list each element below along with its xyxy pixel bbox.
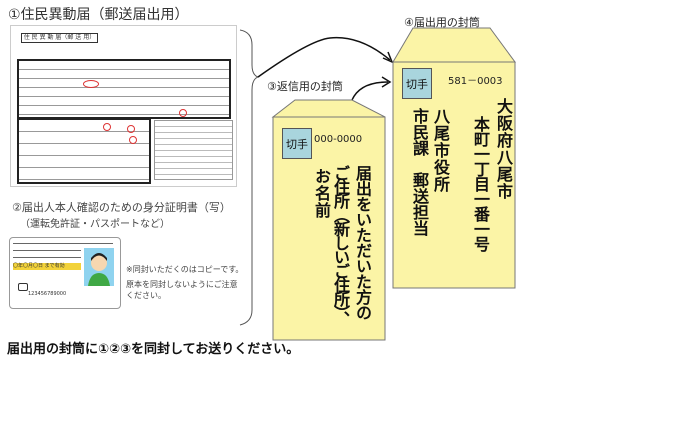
- red-mark: [129, 136, 137, 144]
- arrow-to-envelope4: [257, 36, 391, 78]
- envelope4-postal-code: 581－0003: [448, 76, 503, 87]
- card-chip: [18, 283, 28, 291]
- envelope4-flap: [392, 27, 516, 63]
- card-validity-band: 〇年〇月〇日 まで有効: [13, 263, 81, 270]
- id-card-image: 〇年〇月〇日 まで有効 123456789000: [9, 237, 121, 309]
- envelope3-flap: [271, 99, 386, 118]
- brace: [239, 29, 260, 326]
- copy-note-line2: 原本を同封しないようにご注意: [126, 280, 238, 289]
- copy-note-line1: ※同封いただくのはコピーです。: [126, 265, 244, 274]
- envelope3-return-line2: ご住所（新しいご住所）、: [331, 165, 350, 325]
- envelope4-recipient-line2: 市民課 郵送担当: [410, 108, 429, 236]
- red-mark: [83, 80, 99, 88]
- card-photo: [84, 248, 114, 286]
- form-grid-upper: [17, 59, 231, 119]
- envelope3-postal-code: 000-0000: [314, 134, 363, 145]
- envelope4-address-line2: 本町一丁目一番一号: [471, 116, 490, 251]
- item2-subtitle: （運転免許証・パスポートなど）: [20, 219, 170, 230]
- red-mark: [127, 125, 135, 133]
- card-number: 123456789000: [28, 291, 67, 297]
- person-icon: [88, 253, 110, 286]
- red-mark: [179, 109, 187, 117]
- envelope4-address-line1: 大阪府八尾市: [494, 98, 513, 200]
- form-header: 住 民 異 動 届（郵 送 用）: [21, 33, 98, 43]
- envelope3-return-line1: 届出をいただいた方の: [353, 165, 372, 320]
- item2-title: ②届出人本人確認のための身分証明書（写）: [12, 201, 231, 214]
- envelope3-label: ③返信用の封筒: [267, 78, 343, 94]
- red-mark: [103, 123, 111, 131]
- item1-title: ①住民異動届（郵送届出用）: [8, 7, 189, 23]
- arrow-envelope3-to-envelope4: [351, 81, 389, 101]
- card-line: [13, 257, 81, 258]
- resident-change-form-image: 住 民 異 動 届（郵 送 用）: [10, 25, 237, 187]
- form-notes-box: [154, 120, 233, 180]
- envelope3-stamp: 切手: [282, 128, 312, 159]
- card-line: [13, 250, 81, 251]
- envelope4-stamp: 切手: [402, 68, 432, 99]
- copy-note-line3: ください。: [126, 291, 166, 300]
- card-line: [13, 243, 113, 244]
- envelope4-recipient-line1: 八尾市役所: [431, 108, 450, 193]
- envelope4-body: [392, 61, 516, 289]
- envelope3-return-line3: お名前: [312, 168, 331, 219]
- footer-instruction: 届出用の封筒に①②③を同封してお送りください。: [7, 342, 300, 357]
- envelope4-label: ④届出用の封筒: [404, 16, 480, 29]
- arrowhead-icon: [382, 51, 394, 64]
- arrowhead-icon: [381, 76, 392, 88]
